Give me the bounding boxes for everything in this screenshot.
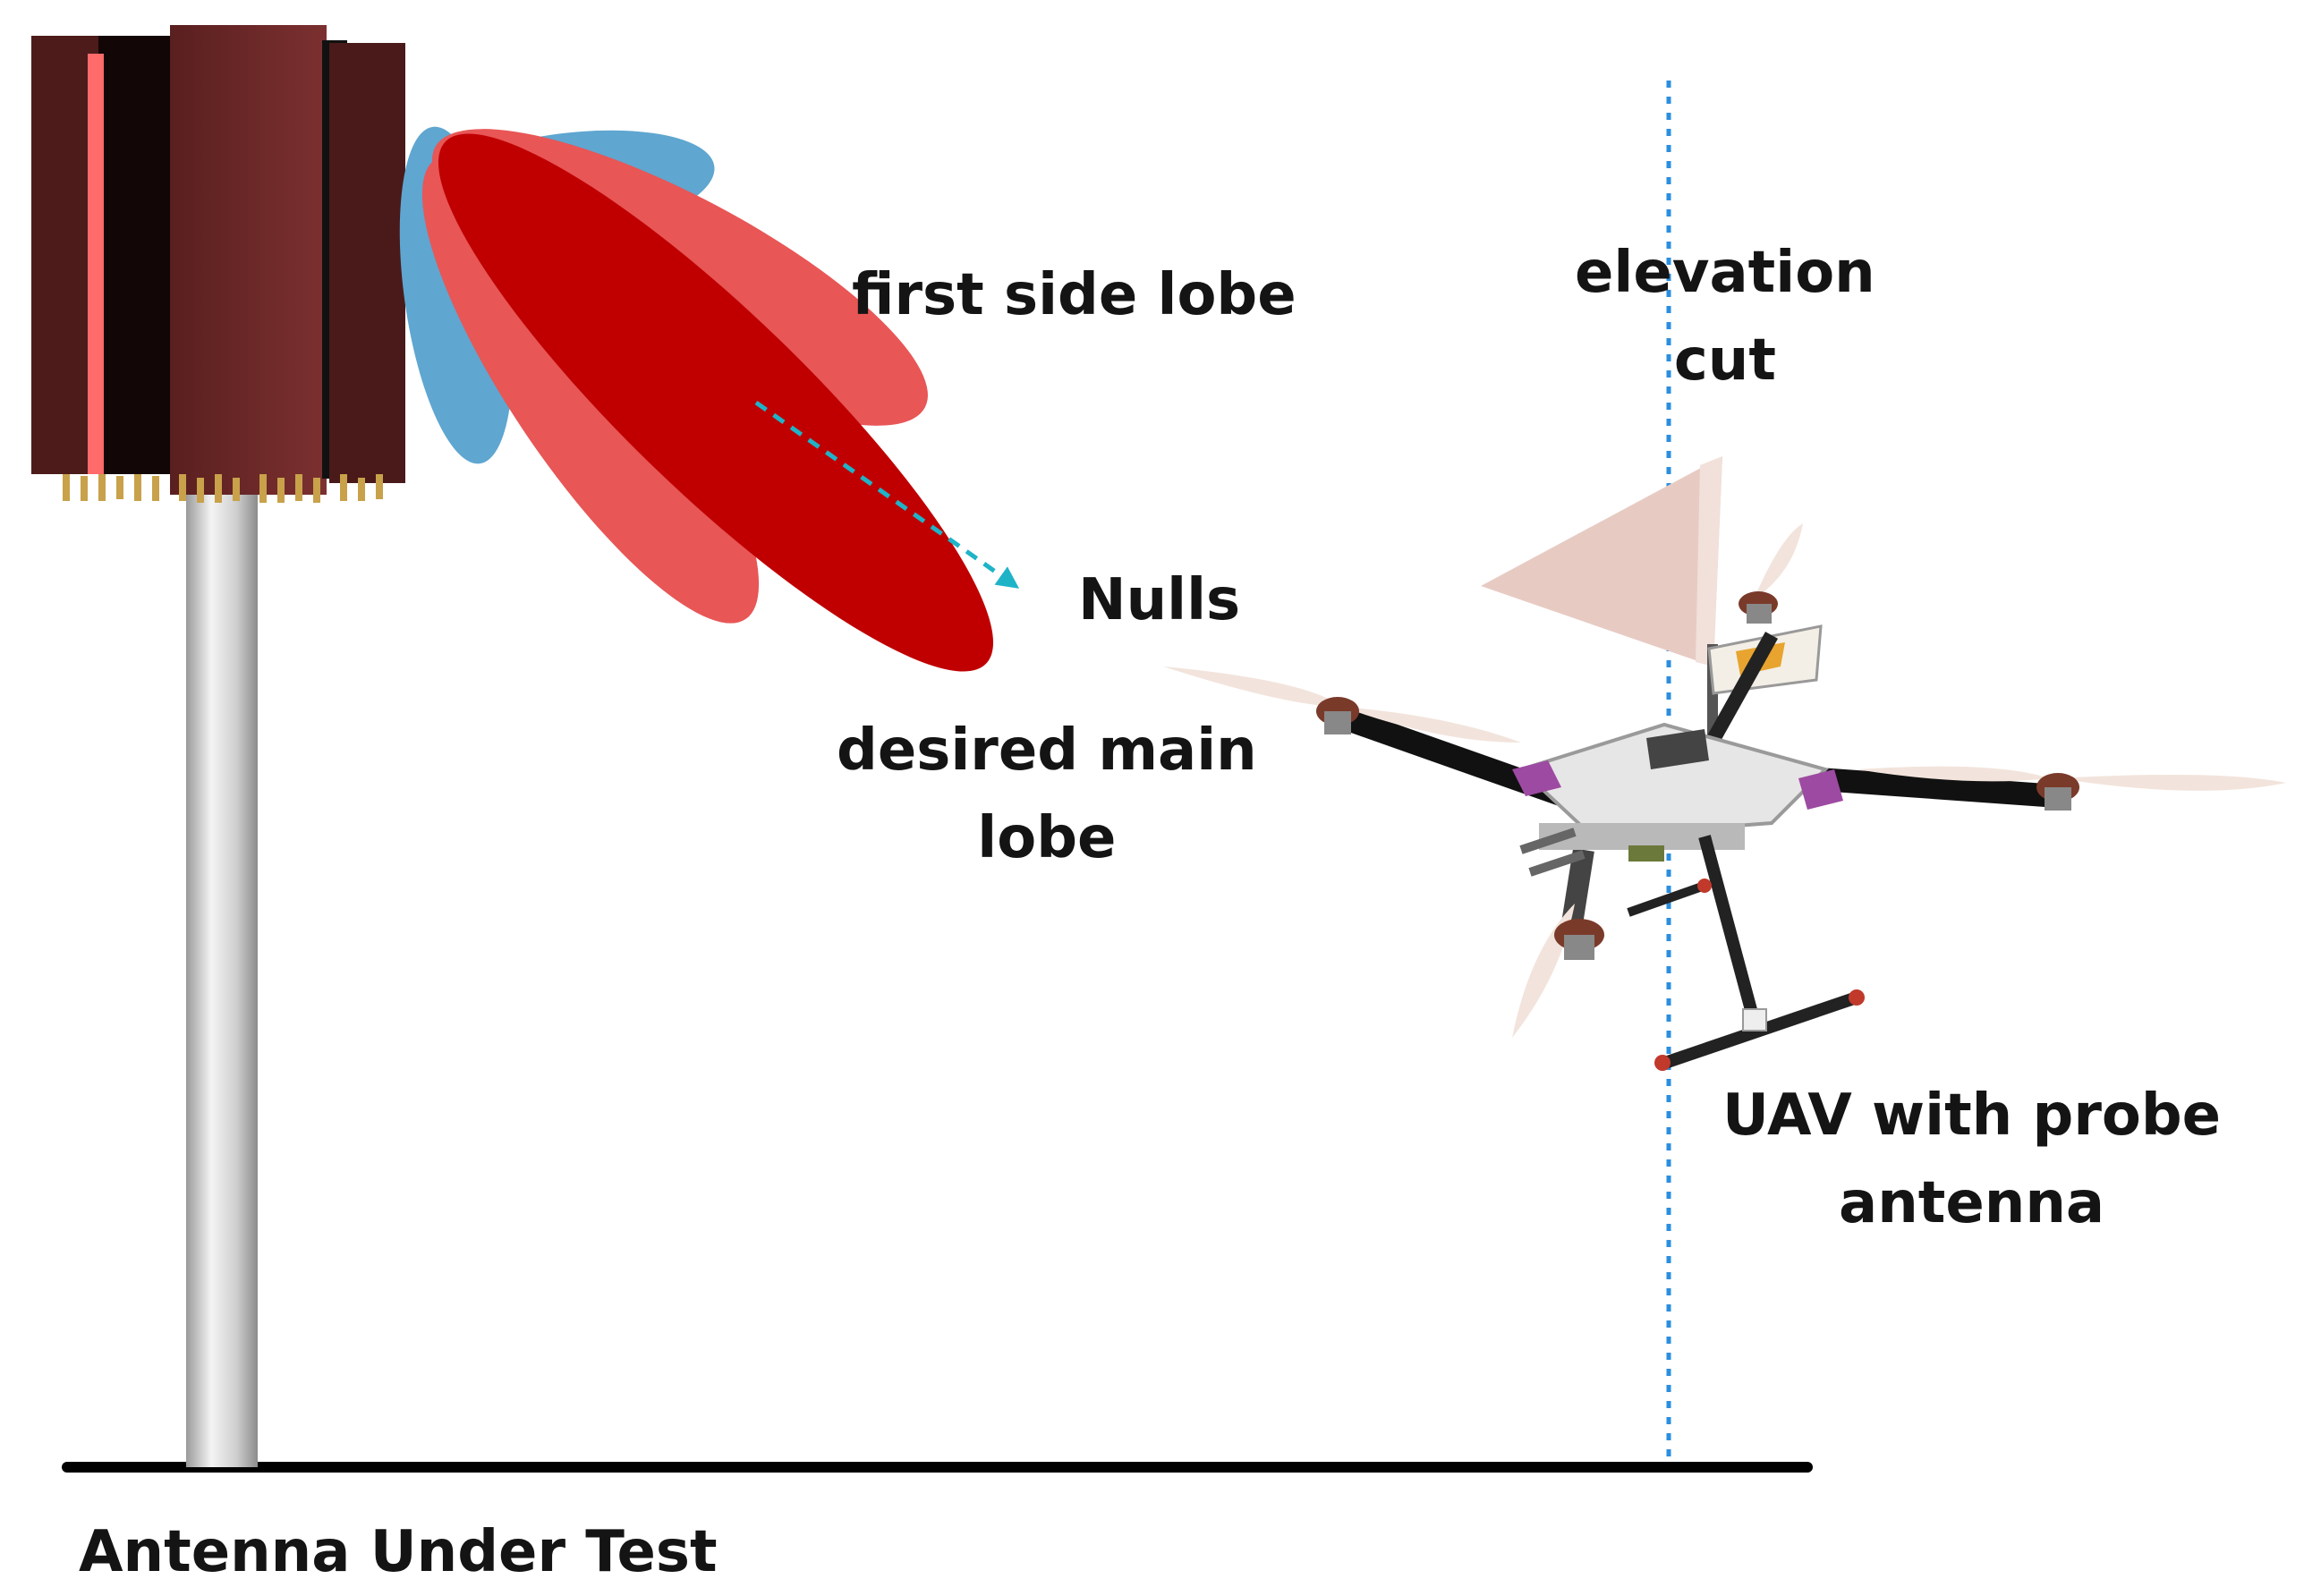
label-antenna-under-test: Antenna Under Test (79, 1519, 718, 1585)
null-arrow (754, 400, 1020, 589)
antenna-array-icon (31, 25, 405, 503)
label-uav-with-probe-antenna: UAV with probe antenna (1722, 1082, 2222, 1236)
probe-antenna (1481, 456, 1722, 666)
label-first-side-lobe: first side lobe (852, 262, 1297, 328)
main-lobe (438, 133, 994, 672)
label-desired-main-lobe: desired main lobe (837, 717, 1257, 871)
quadcopter-drone-icon (1163, 456, 2286, 1071)
antenna-pole (186, 483, 258, 1467)
label-nulls: Nulls (1078, 567, 1241, 633)
radiation-pattern (399, 126, 994, 672)
label-elevation-cut: elevation cut (1575, 240, 1875, 394)
